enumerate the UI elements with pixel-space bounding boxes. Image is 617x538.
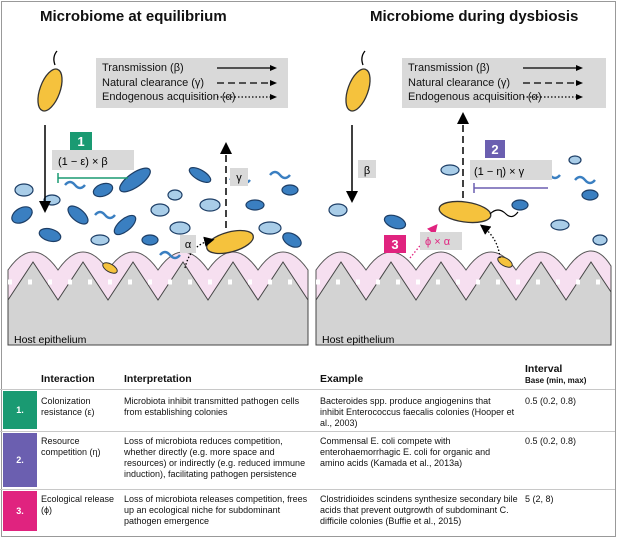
right-commensal-bacteria [328, 155, 608, 246]
badge-3 [384, 235, 406, 253]
badge-2 [485, 140, 505, 158]
header-interpretation: Interpretation [124, 373, 192, 385]
dashed-arrow-icon [523, 79, 583, 86]
left-alpha-label: α [185, 239, 192, 251]
row1-number: 1. [3, 391, 37, 429]
expr2-label: (1 − η) × γ [474, 166, 525, 178]
right-epithelium [315, 250, 612, 346]
legend-acquisition: Endogenous acquisition (α) [408, 91, 542, 103]
right-host-label: Host epithelium [322, 334, 395, 346]
row1-interval: 0.5 (0.2, 0.8) [525, 396, 577, 406]
badge-1-label: 1 [77, 134, 84, 149]
row3-interpretation: Loss of microbiota releases competition,… [124, 494, 308, 526]
row1-example: Bacteroides spp. produce angiogenins tha… [320, 396, 515, 428]
right-acquisition-arrow [479, 224, 501, 259]
row2-interaction: Resource competition (η) [41, 436, 101, 457]
right-pathogen-transmitted [345, 50, 371, 112]
left-host-label: Host epithelium [14, 334, 87, 346]
illustration: 1 (1 − ε) × β γ α Host epithelium β 2 [7, 50, 612, 346]
row1-interaction: Colonization resistance (ε) [41, 396, 95, 417]
right-pathogen-colonized [438, 200, 519, 268]
legend-transmission: Transmission (β) [102, 62, 184, 74]
right-panel-title: Microbiome during dysbiosis [370, 8, 579, 25]
header-interval-sub: Base (min, max) [525, 376, 587, 385]
dotted-arrow-icon [523, 94, 583, 101]
header-example: Example [320, 373, 364, 385]
left-commensal-bacteria [11, 167, 302, 260]
row3-interaction: Ecological release (ϕ) [41, 494, 115, 515]
legend-clearance: Natural clearance (γ) [102, 76, 205, 89]
row2-example: Commensal E. coli compete with enterohae… [320, 436, 491, 468]
dotted-arrow-icon [217, 94, 277, 101]
row1-interpretation: Microbiota inhibit transmitted pathogen … [124, 396, 300, 417]
expr1-box [52, 150, 134, 170]
left-acquisition-arrow [184, 236, 215, 269]
left-epithelium [7, 251, 309, 346]
header-interval: Interval [525, 363, 563, 375]
legend-left: Transmission (β) Natural clearance (γ) E… [96, 58, 288, 108]
dashed-arrow-icon [217, 79, 277, 86]
left-pathogen-transmitted [37, 50, 63, 112]
legend-acquisition: Endogenous acquisition (α) [102, 91, 236, 103]
table-divider [0, 489, 615, 490]
row2-interpretation: Loss of microbiota reduces competition, … [124, 436, 306, 479]
row2-interval: 0.5 (0.2, 0.8) [525, 436, 577, 446]
row3-number: 3. [3, 491, 37, 531]
badge-1 [70, 132, 92, 150]
right-beta-label: β [364, 165, 370, 177]
left-pathogen-colonized [102, 229, 254, 274]
legend-transmission: Transmission (β) [408, 62, 490, 74]
row3-example: Clostridioides scindens synthesize secon… [320, 494, 518, 526]
table-divider [0, 431, 615, 432]
row3-interval: 5 (2, 8) [525, 494, 554, 504]
expr3-label: ϕ × α [425, 236, 451, 248]
solid-arrow-icon [217, 65, 277, 72]
legend-clearance: Natural clearance (γ) [408, 76, 511, 89]
legend-right: Transmission (β) Natural clearance (γ) E… [402, 58, 606, 108]
solid-arrow-icon [523, 65, 583, 72]
badge-3-label: 3 [391, 237, 398, 252]
expr1-label: (1 − ε) × β [58, 156, 108, 168]
left-gamma-label: γ [236, 172, 242, 184]
left-panel-title: Microbiome at equilibrium [40, 8, 227, 25]
row2-number: 2. [3, 433, 37, 487]
badge-2-label: 2 [491, 142, 498, 157]
header-interaction: Interaction [41, 373, 95, 385]
table-divider [0, 389, 615, 390]
